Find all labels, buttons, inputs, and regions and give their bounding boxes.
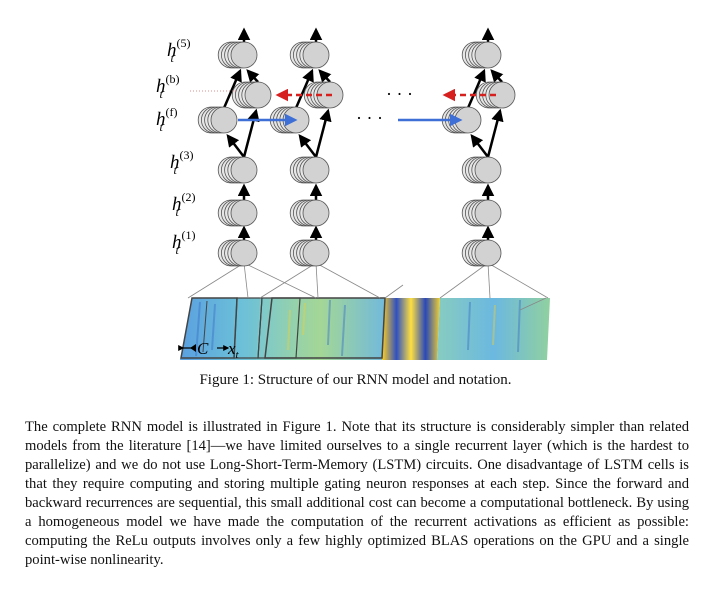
layer-label-hb: h(b)t — [156, 72, 180, 101]
neuron-stack-h3 — [289, 156, 330, 184]
neuron-stack-hb — [231, 81, 272, 109]
neuron-stack-h3 — [461, 156, 502, 184]
feedforward-arrow — [318, 69, 332, 83]
ellipsis-lower: · · · — [356, 108, 383, 128]
input-spectrogram — [180, 297, 550, 360]
feedforward-arrow — [466, 68, 486, 109]
feedforward-arrow — [242, 108, 260, 158]
neuron-layers — [197, 27, 516, 267]
layer-labels: h(5)t h(b)t h(f)t h(3)t h(2)t h(1)t — [156, 36, 196, 257]
feedforward-arrow — [246, 69, 260, 83]
ellipsis-upper: · · · — [386, 84, 413, 104]
neuron-stack-h5 — [289, 41, 330, 69]
feedforward-arrow — [486, 108, 504, 158]
neuron-stack-h5 — [461, 41, 502, 69]
layer-label-h1: h(1)t — [172, 228, 196, 257]
neuron-stack-h3 — [217, 156, 258, 184]
input-annotation: C xt — [178, 339, 240, 361]
rnn-structure-figure: C xt · · · · · · h(5)t h(b)t h(f)t h(3)t… — [156, 27, 550, 361]
neuron-stack-h5 — [217, 41, 258, 69]
feedforward-arrow — [470, 134, 489, 158]
layer-label-h2: h(2)t — [172, 190, 196, 219]
figure-caption: Figure 1: Structure of our RNN model and… — [199, 372, 512, 388]
body-paragraph: The complete RNN model is illustrated in… — [25, 419, 689, 568]
feedforward-arrow — [298, 134, 317, 158]
input-width-label: C — [197, 339, 209, 358]
feedforward-arrow — [226, 134, 245, 158]
neuron-stack-h2 — [217, 199, 258, 227]
input-frame-label: xt — [227, 339, 240, 361]
neuron-stack-h1 — [217, 239, 258, 267]
feedforward-arrow — [314, 108, 332, 158]
layer-label-h5: h(5)t — [167, 36, 191, 65]
feedforward-arrow — [294, 68, 314, 109]
layer-label-h3: h(3)t — [170, 148, 194, 177]
neuron-stack-h2 — [461, 199, 502, 227]
layer-label-hf: h(f)t — [156, 105, 178, 134]
neuron-stack-hf — [197, 106, 238, 134]
neuron-stack-h2 — [289, 199, 330, 227]
feedforward-arrow — [490, 69, 504, 83]
neuron-stack-h1 — [289, 239, 330, 267]
neuron-stack-h1 — [461, 239, 502, 267]
feedforward-arrow — [222, 68, 242, 109]
